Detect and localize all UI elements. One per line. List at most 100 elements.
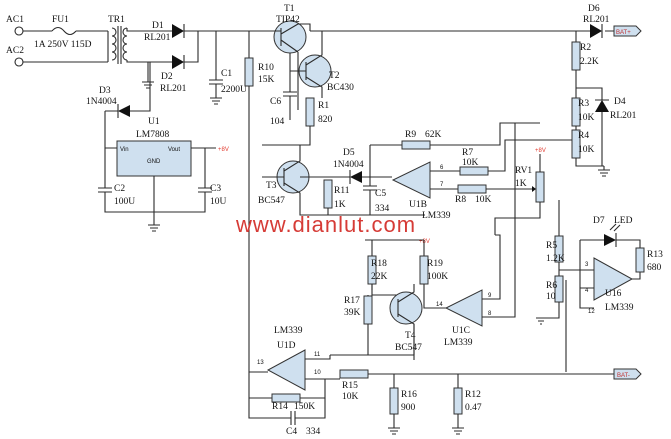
diode-d1[interactable]	[172, 24, 245, 38]
d3-value: 1N4004	[86, 97, 117, 107]
fuse-value: 1A 250V 115D	[34, 40, 92, 50]
resistor-r8[interactable]	[457, 184, 487, 194]
regulator-ref: U1	[148, 117, 160, 127]
regulator-vin: Vin	[120, 147, 129, 153]
transformer-symbol	[107, 26, 128, 64]
capacitor-c1[interactable]	[209, 31, 223, 105]
r12-value: 0.47	[465, 403, 482, 413]
svg-text:6: 6	[440, 165, 444, 171]
port-bat-pos[interactable]	[613, 25, 642, 37]
resistor-r7[interactable]	[459, 166, 489, 176]
t3-ref: T3	[266, 181, 277, 191]
c4-value: 334	[306, 427, 321, 437]
port-bat-neg-label: BAT-	[617, 373, 630, 379]
diode-d6[interactable]	[590, 24, 603, 38]
resistor-r15[interactable]	[339, 369, 369, 379]
transformer-ref: TR1	[108, 15, 125, 25]
diode-d2[interactable]	[172, 31, 199, 69]
r17-ref: R17	[344, 296, 360, 306]
opamp-u1b[interactable]	[391, 161, 431, 199]
r9-ref: R9	[405, 130, 416, 140]
capacitor-c5[interactable]	[363, 145, 377, 215]
potentiometer-rv1[interactable]	[535, 171, 545, 203]
u16-ref: U16	[605, 289, 622, 299]
r15-value: 10K	[342, 392, 359, 402]
svg-text:4: 4	[585, 288, 589, 294]
c6-ref: C6	[270, 97, 281, 107]
r15-ref: R15	[342, 381, 358, 391]
port-bat-neg[interactable]	[613, 368, 642, 380]
r14-ref: R14	[272, 402, 288, 412]
resistor-r16[interactable]	[389, 387, 399, 415]
r17-value: 39K	[344, 308, 361, 318]
r11-ref: R11	[334, 186, 350, 196]
t4-ref: T4	[405, 331, 416, 341]
opamp-u16[interactable]	[593, 257, 634, 301]
c5-value: 334	[375, 204, 390, 214]
opamp-u1c[interactable]	[444, 289, 483, 327]
resistor-r17[interactable]	[363, 295, 373, 325]
rail-label-8v-b: +8V	[535, 148, 546, 154]
svg-text:12: 12	[588, 309, 595, 315]
d6-value: RL201	[583, 15, 610, 25]
r1-ref: R1	[318, 101, 329, 111]
r7-value: 10K	[462, 158, 479, 168]
ac2-terminal[interactable]	[14, 57, 24, 67]
rv1-value: 1K	[515, 179, 527, 189]
d1-value: RL201	[144, 33, 171, 43]
diode-d4[interactable]	[595, 99, 609, 166]
t1-part: TIP42	[276, 15, 300, 25]
diode-d7-led[interactable]	[580, 223, 641, 248]
diode-d3[interactable]	[105, 62, 151, 118]
d2-ref: D2	[161, 72, 173, 82]
resistor-r10[interactable]	[244, 57, 254, 87]
r19-value: 100K	[427, 272, 448, 282]
t2-part: BC430	[327, 83, 354, 93]
transistor-t1[interactable]	[273, 20, 307, 54]
svg-text:7: 7	[440, 182, 444, 188]
u1b-part: LM339	[422, 211, 451, 221]
svg-text:9: 9	[488, 293, 492, 299]
c3-value: 10U	[210, 197, 227, 207]
r4-value: 10K	[578, 145, 595, 155]
resistor-r13[interactable]	[635, 247, 645, 273]
regulator-u1[interactable]	[116, 140, 192, 177]
r11-value: 1K	[334, 200, 346, 210]
svg-text:11: 11	[314, 352, 321, 358]
c2-ref: C2	[114, 184, 125, 194]
d2-value: RL201	[160, 84, 187, 94]
r3-ref: R3	[578, 99, 589, 109]
r5-ref: R5	[546, 241, 557, 251]
r10-value: 15K	[258, 75, 275, 85]
resistor-r9[interactable]	[401, 140, 431, 150]
diode-d5[interactable]	[300, 170, 392, 184]
svg-text:3: 3	[585, 262, 589, 268]
r1-value: 820	[318, 115, 333, 125]
r16-ref: R16	[401, 390, 417, 400]
fuse-ref: FU1	[52, 15, 69, 25]
ac1-terminal[interactable]	[14, 26, 24, 36]
resistor-r14[interactable]	[271, 393, 301, 403]
resistor-r1[interactable]	[305, 97, 315, 127]
r13-ref: R13	[647, 250, 663, 260]
d4-value: RL201	[610, 111, 637, 121]
capacitors-c2-c3[interactable]	[98, 148, 212, 213]
resistor-r11[interactable]	[323, 179, 333, 209]
t2-ref: T2	[329, 71, 340, 81]
d7-ref: D7	[593, 216, 605, 226]
opamp-u1d[interactable]	[266, 349, 306, 391]
resistor-r2[interactable]	[571, 41, 581, 71]
c5-ref: C5	[375, 189, 386, 199]
ac2-label: AC2	[6, 46, 24, 56]
t4-part: BC547	[395, 343, 422, 353]
svg-text:10: 10	[314, 370, 321, 376]
capacitor-c4[interactable]	[270, 398, 326, 425]
ac-input-section: AC1 AC2 FU1 1A 250V 115D TR1	[6, 15, 172, 89]
r8-value: 10K	[475, 195, 492, 205]
resistor-r12[interactable]	[453, 387, 463, 415]
t3-part: BC547	[258, 196, 285, 206]
regulator-vout: Vout	[168, 147, 180, 153]
capacitor-c6[interactable]	[283, 53, 297, 120]
rail-label-8v-a: +8V	[218, 147, 229, 153]
r4-ref: R4	[578, 131, 589, 141]
